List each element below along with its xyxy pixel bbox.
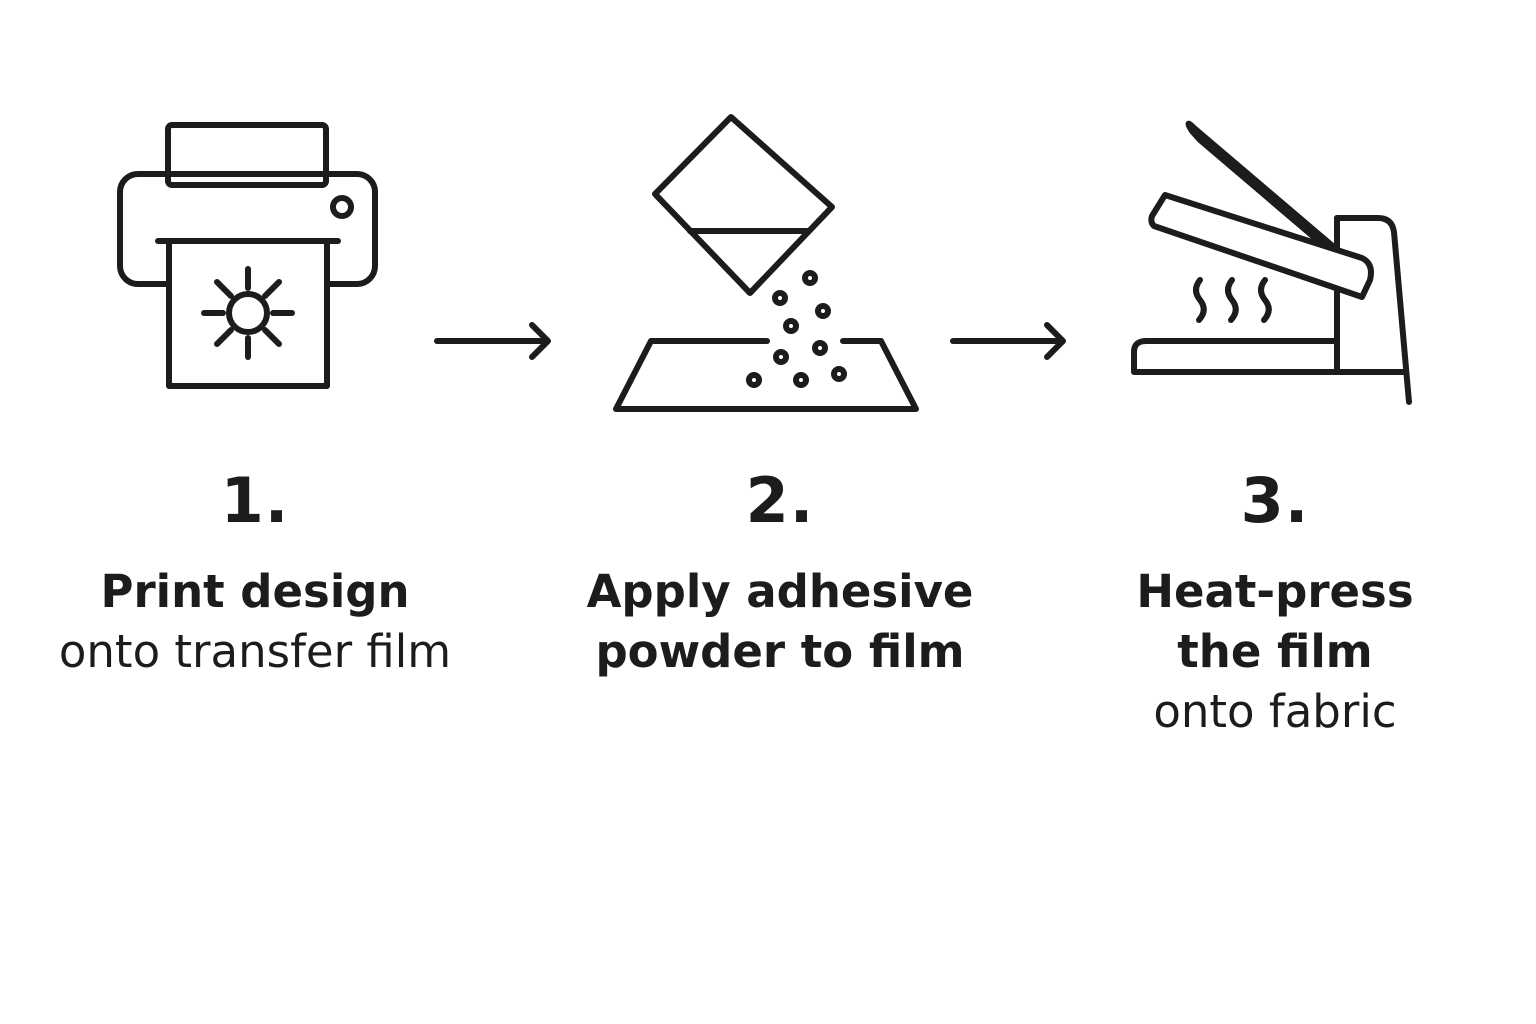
step-title: Heat-press [1136,565,1414,618]
step-title-continued: powder to film [595,625,965,678]
step-description: onto fabric [1153,685,1397,738]
step-2: 2. Apply adhesive powder to film [550,470,1010,682]
step-number: 3. [1240,464,1310,537]
step-title-continued: the film [1177,625,1373,678]
step-1: 1. Print design onto transfer film [25,470,485,682]
step-description: onto transfer film [58,625,452,678]
step-number: 2. [745,464,815,537]
step-3: 3. Heat-press the film onto fabric [1045,470,1505,742]
step-number: 1. [220,464,290,537]
step-title: Print design [100,565,410,618]
step-title: Apply adhesive [586,565,974,618]
